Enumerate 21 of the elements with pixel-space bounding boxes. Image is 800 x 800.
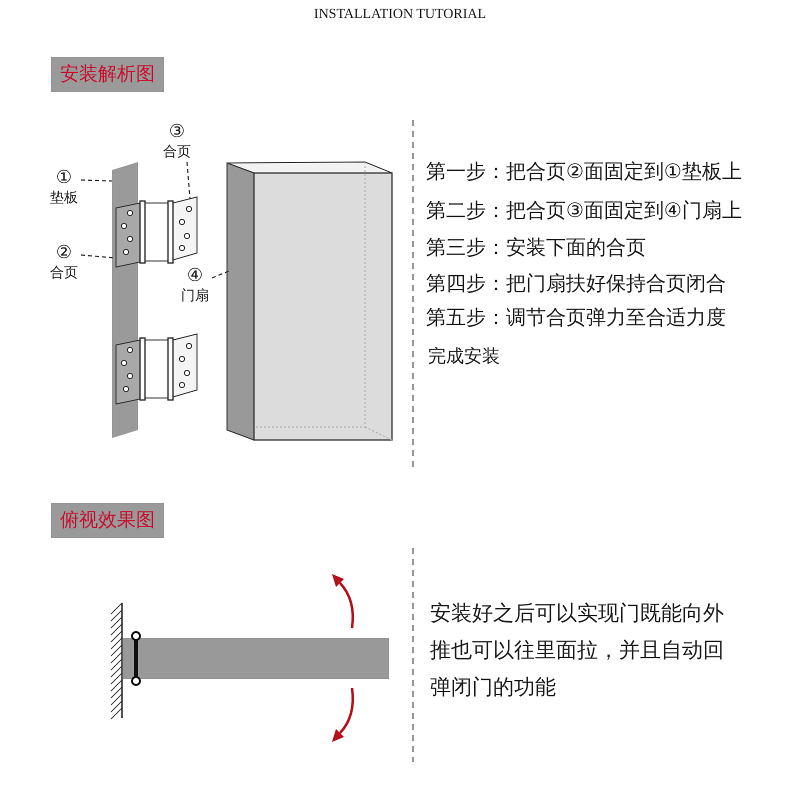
leader-line (186, 162, 191, 200)
part-label: 垫板 (49, 189, 79, 208)
step-text: 第二步：把合页③面固定到④门扇上 (426, 197, 742, 224)
step-text: 完成安装 (428, 345, 500, 368)
step-text: 第一步：把合页②面固定到①垫板上 (426, 158, 742, 185)
step-text: 第四步：把门扇扶好保持合页闭合 (426, 270, 726, 297)
callout-number: ② (54, 243, 74, 263)
step-text: 第五步：调节合页弹力至合适力度 (426, 304, 726, 331)
title: INSTALLATION TUTORIAL (312, 7, 488, 23)
part-label: 合页 (162, 143, 192, 162)
callout-number: ④ (186, 266, 204, 286)
leader-line (212, 270, 230, 279)
part-label: 门扇 (180, 287, 210, 306)
leader-line (80, 179, 112, 182)
description-text: 安装好之后可以实现门既能向外推也可以往里面拉，并且自动回弹闭门的功能 (430, 600, 725, 701)
callout-number: ① (54, 168, 74, 188)
part-label: 合页 (49, 264, 79, 283)
section-header: 俯视效果图 (51, 503, 164, 538)
callout-number: ③ (168, 122, 186, 142)
section-header: 安装解析图 (51, 57, 164, 92)
step-text: 第三步：安装下面的合页 (426, 234, 646, 261)
